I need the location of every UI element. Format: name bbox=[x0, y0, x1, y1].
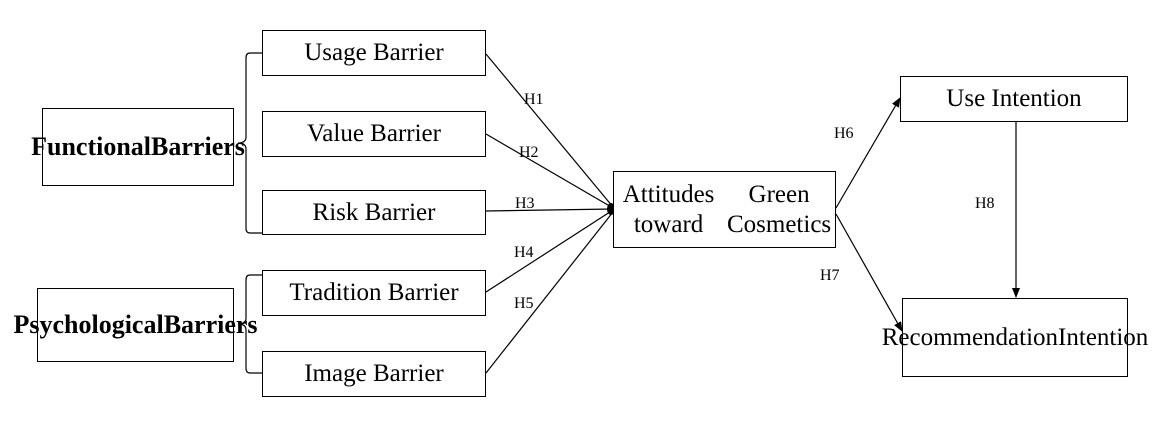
h5-label: H5 bbox=[514, 295, 534, 312]
psychological-barriers-label-line2: Barriers bbox=[163, 309, 258, 339]
h6-label: H6 bbox=[834, 125, 854, 142]
risk-barrier-box: Risk Barrier bbox=[262, 190, 486, 235]
value-barrier-label: Value Barrier bbox=[307, 120, 441, 148]
attitudes-label-line2: Green Cosmetics bbox=[726, 181, 832, 238]
h1-label: H1 bbox=[524, 91, 544, 108]
use-intention-label: Use Intention bbox=[946, 85, 1082, 113]
attitudes-label-line1: Attitudes toward bbox=[622, 181, 715, 238]
recommendation-intention-label-line2: Intention bbox=[1058, 323, 1149, 351]
recommendation-intention-label-line1: Recommendation bbox=[881, 323, 1059, 351]
image-barrier-box: Image Barrier bbox=[262, 351, 486, 397]
h3-label: H3 bbox=[515, 195, 535, 212]
psychological-brace bbox=[237, 274, 262, 374]
h7-label: H7 bbox=[820, 267, 840, 284]
path-h6 bbox=[835, 97, 901, 209]
path-h3 bbox=[485, 208, 614, 212]
path-h1 bbox=[485, 53, 614, 208]
h8-label: H8 bbox=[975, 195, 995, 212]
attitudes-box: Attitudes toward Green Cosmetics bbox=[613, 171, 836, 248]
functional-barriers-label-line1: Functional bbox=[31, 131, 152, 161]
use-intention-box: Use Intention bbox=[900, 76, 1128, 122]
psychological-barriers-box: Psychological Barriers bbox=[13, 288, 258, 362]
functional-brace bbox=[237, 52, 262, 234]
path-h4 bbox=[485, 209, 614, 293]
recommendation-intention-box: Recommendation Intention bbox=[882, 298, 1148, 377]
value-barrier-box: Value Barrier bbox=[262, 111, 486, 157]
tradition-barrier-label: Tradition Barrier bbox=[289, 279, 459, 307]
image-barrier-label: Image Barrier bbox=[304, 360, 444, 388]
h2-label: H2 bbox=[519, 144, 539, 161]
h4-label: H4 bbox=[514, 244, 534, 261]
path-h2 bbox=[485, 133, 614, 209]
tradition-barrier-box: Tradition Barrier bbox=[262, 270, 486, 316]
usage-barrier-label: Usage Barrier bbox=[304, 39, 444, 67]
usage-barrier-box: Usage Barrier bbox=[262, 30, 486, 76]
functional-barriers-label-line2: Barriers bbox=[151, 131, 245, 161]
path-h5 bbox=[485, 211, 614, 374]
risk-barrier-label: Risk Barrier bbox=[312, 198, 436, 226]
psychological-barriers-label-line1: Psychological bbox=[13, 309, 164, 339]
functional-barriers-box: Functional Barriers bbox=[31, 108, 245, 186]
path-h7 bbox=[835, 213, 903, 332]
